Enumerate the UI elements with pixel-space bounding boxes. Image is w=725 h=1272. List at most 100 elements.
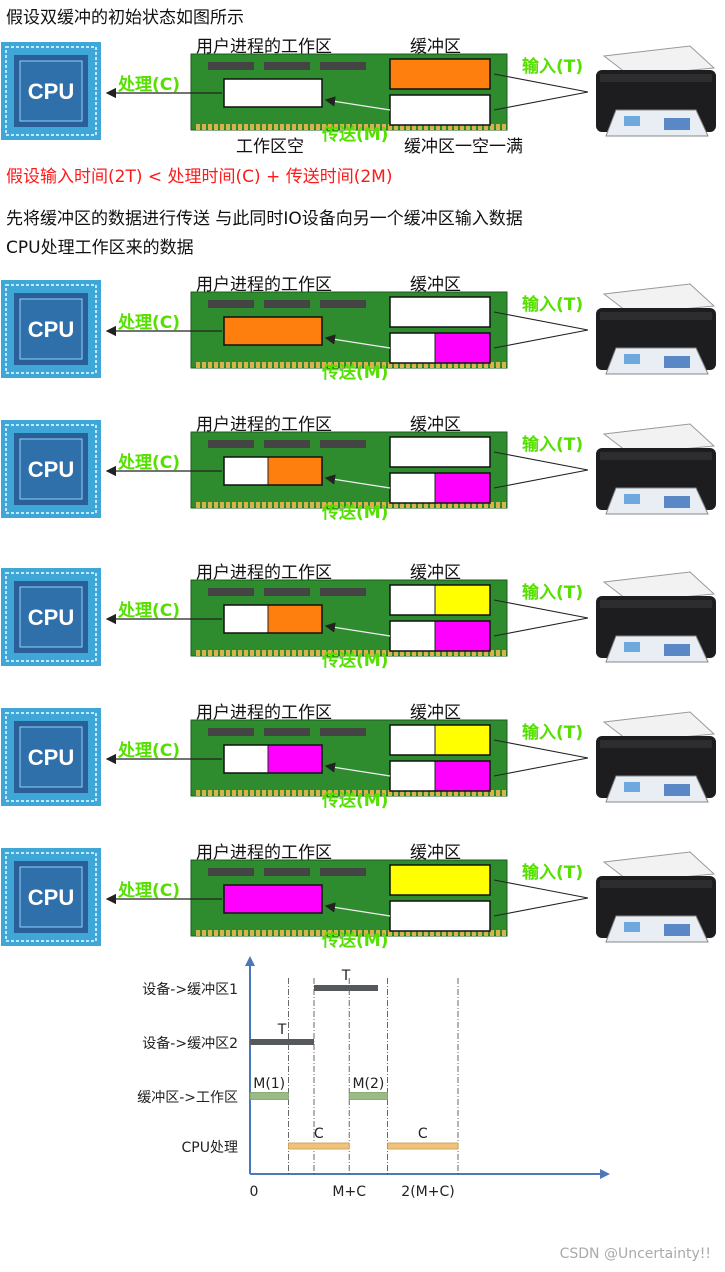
input-line-2 xyxy=(493,91,589,111)
buffer-1-box xyxy=(389,436,491,468)
cpu-chip-icon: CPU xyxy=(1,420,101,518)
buffer-label: 缓冲区 xyxy=(410,37,461,57)
buffer-segment xyxy=(434,472,491,504)
input-line-1 xyxy=(493,73,589,93)
timeline-bar-label: T xyxy=(341,968,351,984)
workspace-label: 用户进程的工作区 xyxy=(196,563,332,583)
buffer-segment xyxy=(389,900,491,932)
buffer-2-box xyxy=(389,620,491,652)
workspace-box xyxy=(223,456,323,486)
buffer-segment xyxy=(389,724,436,756)
buffer-2-box xyxy=(389,900,491,932)
timeline-bar xyxy=(249,1092,289,1100)
input-line-2 xyxy=(493,617,589,637)
cpu-chip-icon: CPU xyxy=(1,848,101,946)
buffer-segment xyxy=(223,884,323,914)
buffer-segment xyxy=(389,58,491,90)
printer-icon xyxy=(596,45,716,137)
process-label: 处理(C) xyxy=(118,313,181,333)
buffer-state-label: 缓冲区一空一满 xyxy=(404,137,523,157)
timeline-bar-label: T xyxy=(277,1022,287,1038)
transfer-arrow xyxy=(324,622,391,637)
timeline-tick-label: M+C xyxy=(332,1184,366,1200)
cpu-chip-icon: CPU xyxy=(1,708,101,806)
timeline-bar xyxy=(348,1092,388,1100)
cpu-label: CPU xyxy=(28,885,74,910)
buffer-segment xyxy=(389,436,491,468)
buffer-segment xyxy=(267,744,323,774)
transfer-label: 传送(M) xyxy=(322,363,389,383)
cpu-chip-icon: CPU xyxy=(1,42,101,140)
input-label: 输入(T) xyxy=(522,583,584,603)
input-label: 输入(T) xyxy=(522,863,584,883)
buffer-2-box xyxy=(389,332,491,364)
timeline-row-label: 缓冲区->工作区 xyxy=(137,1090,238,1106)
workspace-box xyxy=(223,884,323,914)
page-title: 假设双缓冲的初始状态如图所示 xyxy=(6,8,244,28)
workspace-empty-label: 工作区空 xyxy=(236,137,304,157)
buffer-segment xyxy=(434,620,491,652)
process-label: 处理(C) xyxy=(118,453,181,473)
buffer-segment xyxy=(223,604,269,634)
transfer-label: 传送(M) xyxy=(322,931,389,951)
buffer-segment xyxy=(223,744,269,774)
timeline-svg: 设备->缓冲区1设备->缓冲区2缓冲区->工作区CPU处理TTM(1)M(2)C… xyxy=(137,956,610,1200)
printer-icon xyxy=(596,851,716,943)
input-line-2 xyxy=(493,757,589,777)
transfer-label: 传送(M) xyxy=(322,791,389,811)
buffer-segment xyxy=(389,472,436,504)
process-label: 处理(C) xyxy=(118,75,181,95)
buffer-segment xyxy=(267,604,323,634)
buffer-1-box xyxy=(389,864,491,896)
input-line-2 xyxy=(493,329,589,349)
cpu-label: CPU xyxy=(28,457,74,482)
buffer-1-box xyxy=(389,296,491,328)
input-line-2 xyxy=(493,469,589,489)
timeline-bar-label: C xyxy=(418,1126,428,1142)
timeline-row-label: 设备->缓冲区2 xyxy=(142,1035,238,1052)
input-label: 输入(T) xyxy=(522,723,584,743)
cpu-label: CPU xyxy=(28,745,74,770)
stage-drawing: CPU xyxy=(1,42,716,140)
printer-icon xyxy=(596,423,716,515)
printer-icon xyxy=(596,283,716,375)
buffer-segment xyxy=(434,584,491,616)
timeline-row-label: CPU处理 xyxy=(182,1140,238,1156)
process-label: 处理(C) xyxy=(118,741,181,761)
timeline-bar xyxy=(314,985,378,991)
buffer-segment xyxy=(389,760,436,792)
buffer-segment xyxy=(389,864,491,896)
stage-drawing: CPU xyxy=(1,280,716,378)
description-line-1: 先将缓冲区的数据进行传送 与此同时IO设备向另一个缓冲区输入数据 xyxy=(6,209,523,229)
printer-icon xyxy=(596,711,716,803)
workspace-label: 用户进程的工作区 xyxy=(196,415,332,435)
buffer-segment xyxy=(434,332,491,364)
workspace-box xyxy=(223,78,323,108)
cpu-chip-icon: CPU xyxy=(1,280,101,378)
workspace-label: 用户进程的工作区 xyxy=(196,843,332,863)
buffer-segment xyxy=(434,760,491,792)
transfer-arrow xyxy=(324,334,391,349)
timeline-bar xyxy=(287,1142,350,1150)
workspace-box xyxy=(223,744,323,774)
buffer-2-box xyxy=(389,760,491,792)
process-label: 处理(C) xyxy=(118,881,181,901)
timeline-bar-label: M(2) xyxy=(352,1076,384,1092)
timeline-bar-label: C xyxy=(314,1126,324,1142)
input-line-1 xyxy=(493,451,589,471)
buffer-label: 缓冲区 xyxy=(410,703,461,723)
input-label: 输入(T) xyxy=(522,57,584,77)
buffer-segment xyxy=(389,94,491,126)
timeline-bar xyxy=(250,1039,314,1045)
input-line-1 xyxy=(493,311,589,331)
cpu-label: CPU xyxy=(28,317,74,342)
buffer-1-box xyxy=(389,58,491,90)
stage-drawing: CPU xyxy=(1,420,716,518)
transfer-arrow xyxy=(324,96,391,111)
